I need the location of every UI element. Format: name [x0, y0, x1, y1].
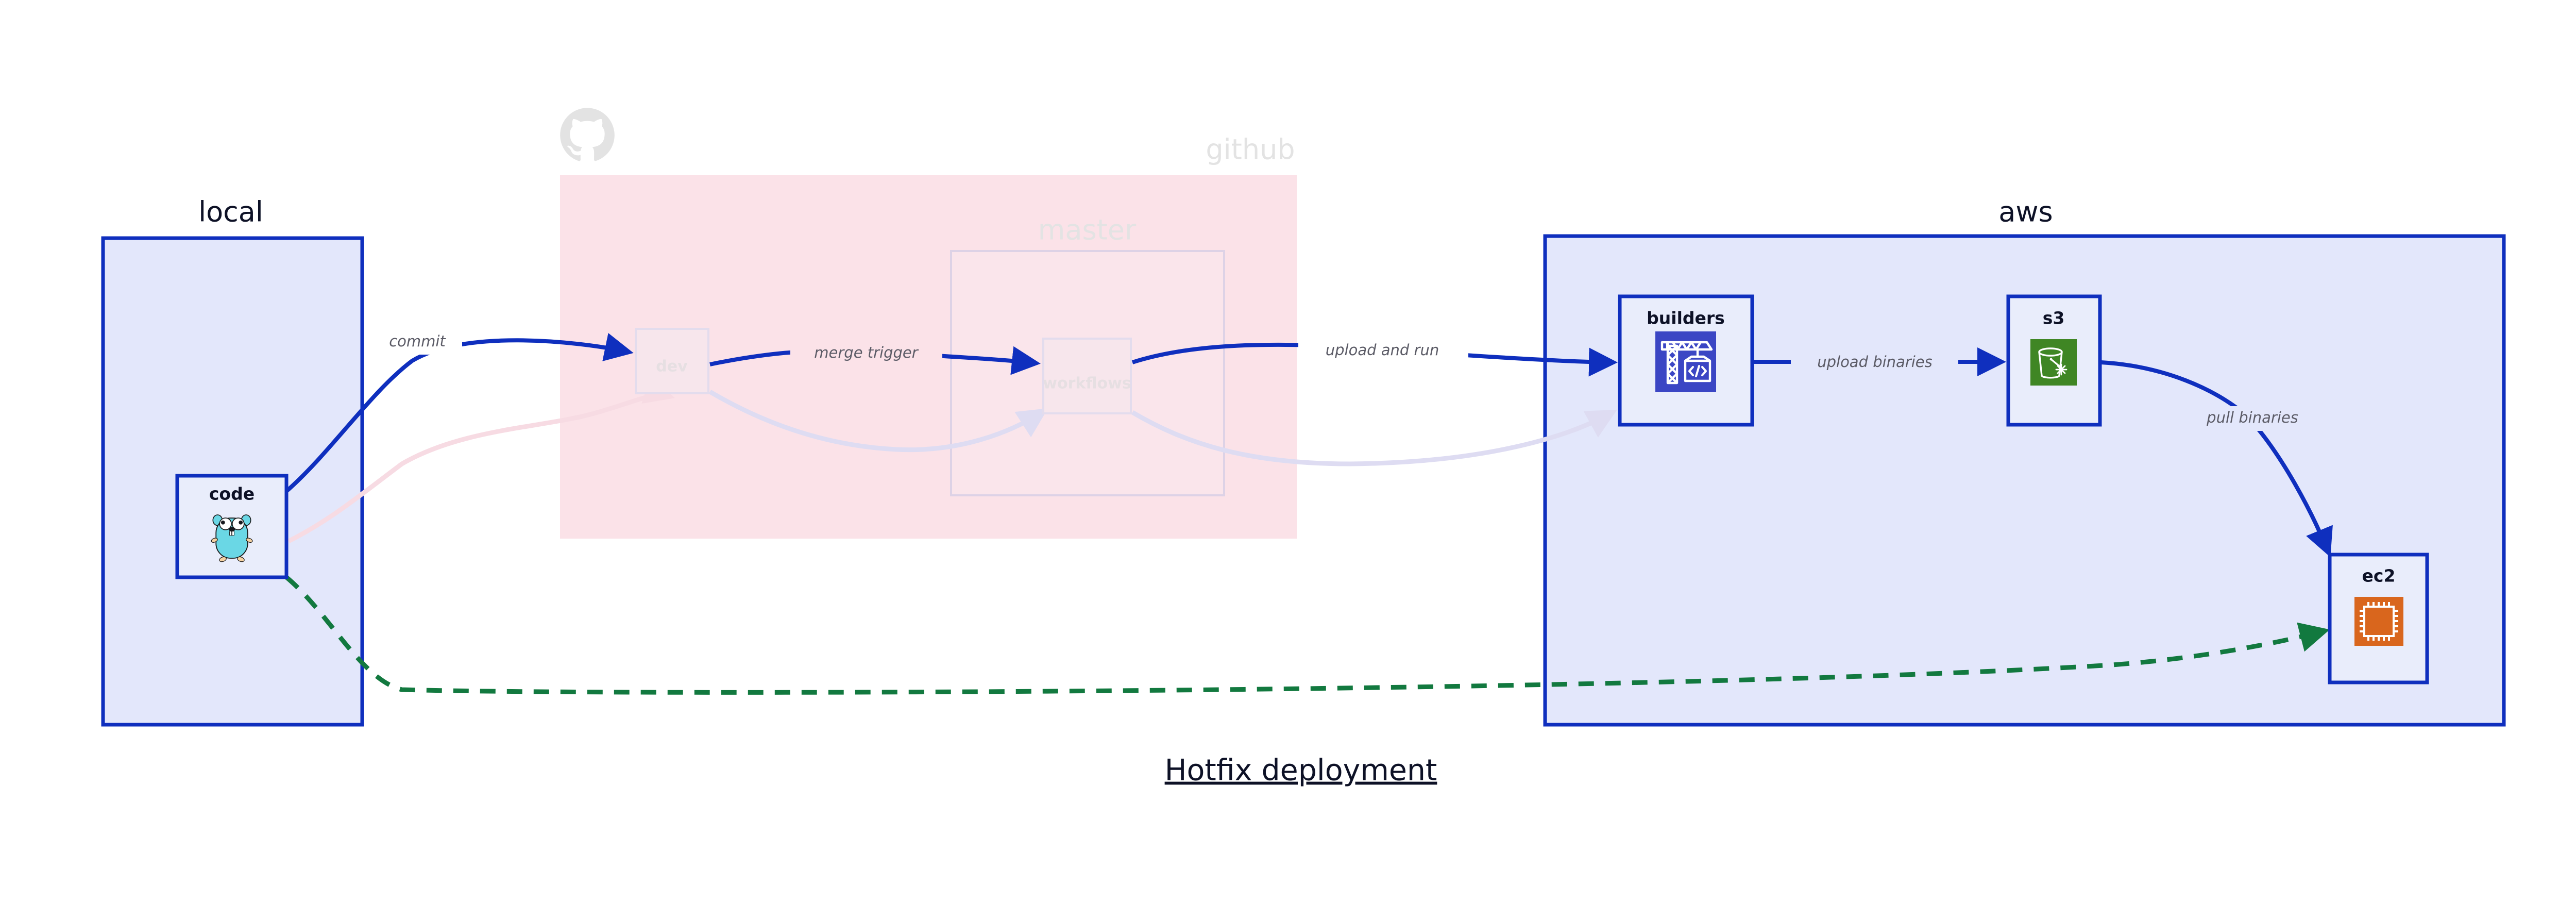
node-dev-rect: [635, 328, 709, 394]
node-dev[interactable]: dev: [635, 328, 709, 394]
diagram-title: Hotfix deployment: [1165, 754, 1437, 788]
node-workflows-rect: [1042, 338, 1132, 414]
edge-merge-trigger-label: merge trigger: [814, 344, 919, 361]
github-octocat-icon: [560, 108, 615, 161]
node-workflows-label: workflows: [1043, 375, 1131, 393]
edge-upload-binaries-label: upload binaries: [1817, 353, 1933, 371]
node-workflows[interactable]: workflows: [1042, 338, 1132, 414]
edge-pull-binaries-label: pull binaries: [2206, 409, 2298, 426]
node-s3-label: s3: [2043, 308, 2065, 328]
edge-upload-and-run-label-bg: [1298, 339, 1468, 363]
node-code-label: code: [209, 484, 255, 504]
node-builders[interactable]: builders: [1618, 294, 1754, 427]
edge-ghost-workflows-builders: [1131, 409, 1617, 466]
node-code[interactable]: code: [175, 474, 289, 579]
edge-merge-trigger-label-bg: [790, 341, 942, 366]
node-dev-label: dev: [656, 358, 688, 376]
node-s3[interactable]: s3: [2006, 294, 2102, 427]
edge-label-group: commit merge trigger upload and run uplo…: [374, 330, 2319, 431]
edge-commit-label-bg: [374, 330, 462, 355]
edge-upload-binaries-label-bg: [1791, 350, 1958, 375]
cluster-local-label: local: [198, 196, 263, 228]
edge-commit-label: commit: [389, 332, 446, 350]
edge-ghost-code-dev: [287, 375, 675, 544]
active-node-group: code: [175, 294, 2429, 684]
edge-hotfix-direct: [285, 575, 2330, 695]
go-gopher-icon: [211, 514, 253, 562]
aws-codebuild-crane-icon: [1655, 331, 1716, 392]
cluster-github-label: github: [1206, 133, 1295, 166]
aws-s3-glacier-bucket-icon: [2030, 339, 2077, 386]
ghost-edge-group: [287, 375, 1617, 544]
node-ec2-label: ec2: [2362, 566, 2396, 586]
edge-commit: [285, 333, 634, 493]
node-builders-label: builders: [1647, 308, 1725, 328]
node-ec2[interactable]: ec2: [2328, 553, 2429, 684]
aws-ec2-chip-icon: [2354, 597, 2403, 646]
edge-ghost-dev-workflows: [708, 390, 1048, 453]
edge-pull-binaries-label-bg: [2184, 406, 2319, 431]
cluster-aws-label: aws: [1998, 196, 2053, 228]
node-group: dev workflows: [635, 328, 1132, 414]
cluster-group: github master local aws: [101, 108, 2506, 727]
edge-upload-and-run-label: upload and run: [1326, 341, 1439, 359]
cluster-master-label: master: [1038, 214, 1137, 246]
